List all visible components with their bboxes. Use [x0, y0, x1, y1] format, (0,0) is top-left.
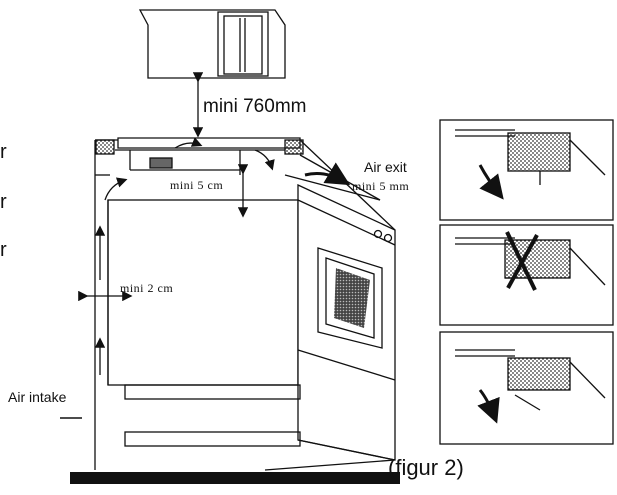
airflow-arrows [60, 137, 351, 419]
side-gap-label: mini 2 cm [120, 281, 174, 295]
figure-caption: (figur 2) [388, 455, 464, 480]
floor [70, 472, 400, 484]
oven [107, 183, 396, 461]
detail-panel-correct-2 [439, 331, 614, 445]
detail-panel-wrong [439, 224, 614, 326]
base-drawers [124, 384, 396, 471]
edge-letter-3: r [0, 239, 7, 261]
top-gap-label: mini 5 cm [170, 178, 224, 192]
edge-letter-2: r [0, 191, 7, 213]
exit-gap-label: mini 5 mm [352, 179, 410, 193]
edge-letter-1: r [0, 141, 7, 163]
detail-panel-correct-1 [439, 119, 614, 221]
hood-clearance-label: mini 760mm [203, 96, 307, 117]
range-hood [138, 9, 286, 79]
air-intake-label: Air intake [8, 389, 67, 405]
air-exit-label: Air exit [364, 159, 407, 175]
